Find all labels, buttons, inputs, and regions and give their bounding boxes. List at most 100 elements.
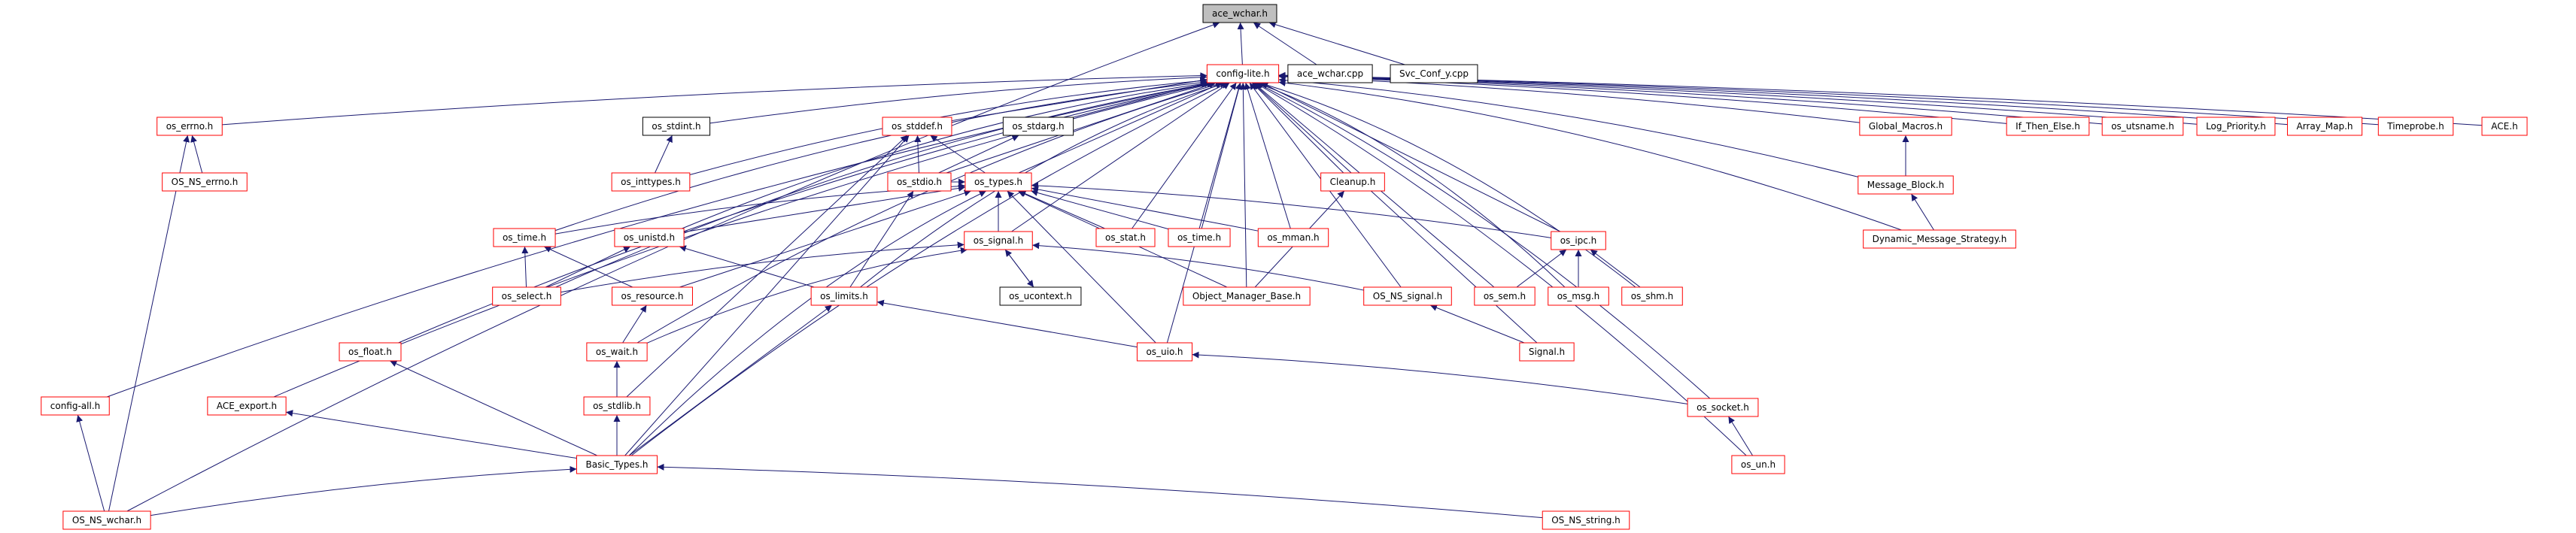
node-os-shm-h[interactable]: os_shm.h [1621, 286, 1683, 306]
node-os-stdarg-h[interactable]: os_stdarg.h [1002, 117, 1074, 136]
node-os-stdint-h[interactable]: os_stdint.h [642, 117, 711, 136]
edge-os-stddef-h-to-config-lite-h [951, 77, 1208, 122]
node-if-then-else-h[interactable]: If_Then_Else.h [2006, 117, 2090, 136]
node-label: os_mman.h [1267, 232, 1319, 243]
edge-os-ipc-h-to-os-types-h [1031, 182, 1551, 238]
node-log-priority-h[interactable]: Log_Priority.h [2196, 117, 2276, 136]
node-box [1548, 286, 1609, 306]
node-os-time-h[interactable]: os_time.h [1168, 228, 1231, 247]
node-layer: ace_wchar.h config-lite.h ace_wchar.cpp Svc… [41, 4, 2528, 530]
node-array-map-h[interactable]: Array_Map.h [2286, 117, 2363, 136]
node-os-stat-h[interactable]: os_stat.h [1095, 228, 1156, 247]
node-label: os_signal.h [974, 235, 1024, 246]
node-os-stddef-h[interactable]: os_stddef.h [882, 117, 952, 136]
edge-os-limits-h-to-os-unistd-h [679, 245, 815, 288]
node-os-stdio-h[interactable]: os_stdio.h [887, 172, 952, 192]
node-os-ns-signal-h[interactable]: OS_NS_signal.h [1363, 286, 1452, 306]
node-label: os_msg.h [1557, 291, 1600, 301]
node-box [964, 231, 1033, 250]
node-label: OS_NS_string.h [1551, 515, 1621, 525]
node-box [1363, 286, 1452, 306]
node-os-resource-h[interactable]: os_resource.h [612, 286, 693, 306]
edge-dynamic-message-strategy-h-to-message-block-h [1911, 193, 1934, 231]
node-os-ns-errno-h[interactable]: OS_NS_errno.h [162, 172, 248, 192]
node-box [999, 286, 1082, 306]
node-label: os_ipc.h [1560, 235, 1597, 246]
node-message-block-h[interactable]: Message_Block.h [1858, 175, 1954, 195]
node-os-time-h[interactable]: os_time.h [493, 228, 556, 247]
node-box [612, 286, 693, 306]
node-config-lite-h[interactable]: config-lite.h [1206, 64, 1280, 83]
node-os-utsname-h[interactable]: os_utsname.h [2101, 117, 2184, 136]
node-ace-export-h[interactable]: ACE_export.h [207, 396, 287, 416]
node-box [1621, 286, 1683, 306]
node-box [642, 117, 711, 136]
node-os-un-h[interactable]: os_un.h [1731, 455, 1785, 474]
node-ace-wchar-cpp[interactable]: ace_wchar.cpp [1287, 64, 1373, 83]
edge-os-un-h-to-config-lite-h [1254, 82, 1747, 456]
edge-os-wait-h-to-os-resource-h [622, 304, 647, 344]
node-box [614, 228, 685, 247]
edge-ace-export-h-to-config-lite-h [273, 80, 1217, 398]
node-label: os_utsname.h [2111, 121, 2174, 132]
node-os-socket-h[interactable]: os_socket.h [1687, 398, 1759, 417]
node-global-macros-h[interactable]: Global_Macros.h [1859, 117, 1952, 136]
node-os-select-h[interactable]: os_select.h [492, 286, 561, 306]
node-os-mman-h[interactable]: os_mman.h [1257, 228, 1329, 247]
edge-os-wait-h-to-os-signal-h [646, 247, 968, 344]
edge-os-uio-h-to-os-limits-h [876, 299, 1138, 348]
node-os-signal-h[interactable]: os_signal.h [964, 231, 1033, 250]
edge-os-stat-h-to-config-lite-h [1132, 82, 1237, 229]
node-os-inttypes-h[interactable]: os_inttypes.h [611, 172, 691, 192]
node-os-sem-h[interactable]: os_sem.h [1474, 286, 1536, 306]
edge-os-msg-h-to-config-lite-h [1256, 81, 1566, 288]
edge-layer [76, 21, 2483, 519]
node-os-ns-string-h[interactable]: OS_NS_string.h [1542, 510, 1630, 530]
node-box [1687, 398, 1759, 417]
node-os-stdlib-h[interactable]: os_stdlib.h [583, 396, 651, 416]
node-os-ucontext-h[interactable]: os_ucontext.h [999, 286, 1082, 306]
edge-os-stdio-h-to-os-stddef-h [914, 135, 922, 174]
edge-signal-h-to-config-lite-h [1252, 82, 1538, 344]
edge-os-ns-wchar-h-to-basic-types-h [150, 465, 577, 516]
edge-os-shm-h-to-config-lite-h [1259, 81, 1636, 288]
node-cleanup-h[interactable]: Cleanup.h [1320, 172, 1385, 192]
node-box [1731, 455, 1785, 474]
edge-os-shm-h-to-os-ipc-h [1590, 249, 1641, 288]
node-label: Global_Macros.h [1869, 121, 1943, 132]
node-box [810, 286, 878, 306]
node-svc-conf-y-cpp[interactable]: Svc_Conf_y.cpp [1390, 64, 1478, 83]
node-ace-wchar-h[interactable]: ace_wchar.h [1202, 4, 1277, 23]
node-label: Cleanup.h [1330, 177, 1376, 187]
node-os-float-h[interactable]: os_float.h [339, 342, 402, 362]
node-os-uio-h[interactable]: os_uio.h [1136, 342, 1193, 362]
node-ace-h[interactable]: ACE.h [2481, 117, 2528, 136]
node-label: os_stat.h [1105, 232, 1146, 243]
node-os-types-h[interactable]: os_types.h [964, 172, 1032, 192]
node-label: If_Then_Else.h [2016, 121, 2080, 132]
node-os-limits-h[interactable]: os_limits.h [810, 286, 878, 306]
node-os-errno-h[interactable]: os_errno.h [156, 117, 223, 136]
node-label: os_unistd.h [624, 232, 675, 243]
node-box [1551, 231, 1606, 250]
node-os-ns-wchar-h[interactable]: OS_NS_wchar.h [62, 510, 151, 530]
node-os-msg-h[interactable]: os_msg.h [1548, 286, 1609, 306]
node-config-all-h[interactable]: config-all.h [41, 396, 110, 416]
node-label: Message_Block.h [1867, 180, 1944, 190]
node-object-manager-base-h[interactable]: Object_Manager_Base.h [1183, 286, 1311, 306]
node-timeprobe-h[interactable]: Timeprobe.h [2377, 117, 2454, 136]
node-box [1002, 117, 1074, 136]
node-os-unistd-h[interactable]: os_unistd.h [614, 228, 685, 247]
edge-os-unistd-h-to-config-lite-h [682, 80, 1211, 229]
node-basic-types-h[interactable]: Basic_Types.h [576, 455, 658, 474]
edge-svc-conf-y-cpp-to-ace-wchar-h [1268, 21, 1405, 65]
node-os-wait-h[interactable]: os_wait.h [586, 342, 648, 362]
node-dynamic-message-strategy-h[interactable]: Dynamic_Message_Strategy.h [1863, 229, 2016, 249]
edge-os-select-h-to-os-unistd-h [545, 246, 631, 288]
node-signal-h[interactable]: Signal.h [1519, 342, 1575, 362]
edge-basic-types-h-to-os-stddef-h [624, 135, 910, 456]
node-os-ipc-h[interactable]: os_ipc.h [1551, 231, 1606, 250]
node-label: os_uio.h [1146, 347, 1183, 357]
node-box [2196, 117, 2276, 136]
